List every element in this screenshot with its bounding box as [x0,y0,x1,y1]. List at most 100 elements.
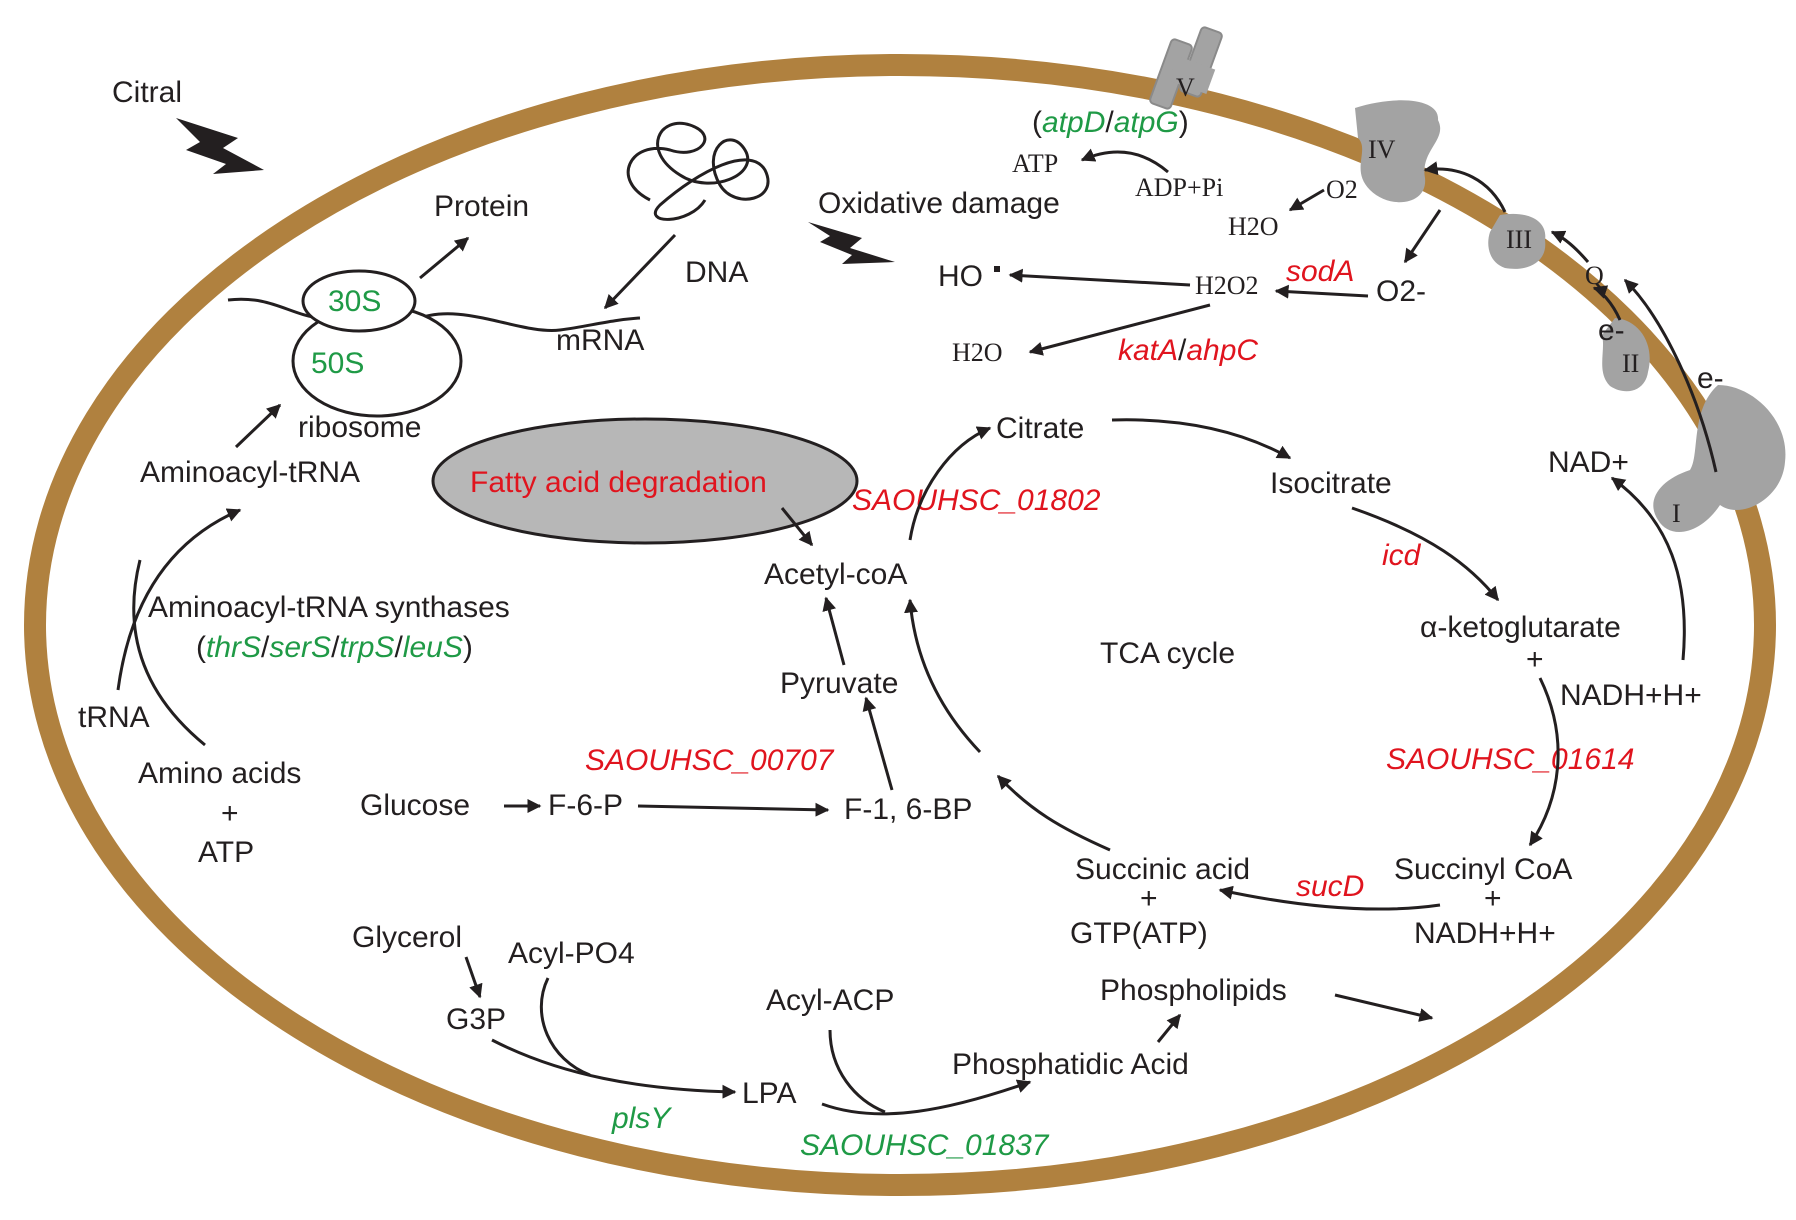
gene-ahpc: ahpC [1186,334,1258,367]
complex-iii [1488,213,1546,269]
h2o-label-1: H2O [952,338,1003,367]
arrow-phospholipids-membrane [1334,993,1434,1022]
citrate-gene: SAOUHSC_01802 [852,484,1101,517]
sucd-gene: sucD [1296,870,1364,903]
atp-aa-label: ATP [198,836,254,869]
ribosome-30s [301,269,417,333]
arrow-nadh-nad [1610,476,1686,661]
arrow-aminoacids-join [132,559,206,747]
fatty-acid-ellipse [431,417,859,545]
acyl-po4-label: Acyl-PO4 [508,937,635,970]
plus-succinyl: + [1484,882,1502,915]
complex-v-label: V [1176,73,1195,102]
synthases-label: Aminoacyl-tRNA synthases [148,591,510,624]
arrow-ribosome-protein [419,236,470,280]
arrow-acylacp-join [828,1029,886,1114]
o2-label: O2 [1326,175,1358,204]
arrow-f6p-f16bp [637,802,830,817]
nad-label: NAD+ [1548,446,1629,479]
arrow-akg-succinylcoa [1528,677,1560,847]
kata-ahpc-genes: katA/ahpC [1118,334,1258,367]
plsy-gene: plsY [611,1102,672,1135]
dna-icon [626,121,770,221]
plus-aa: + [221,797,239,830]
phospholipids-label: Phospholipids [1100,974,1287,1007]
oxidative-bolt-icon [808,222,895,264]
fatty-acid-label: Fatty acid degradation [470,466,767,499]
arrow-h2o2-ho [1008,268,1191,287]
arrow-g3p-lpa [491,1038,737,1099]
f6p-label: F-6-P [548,789,623,822]
glycolysis-gene: SAOUHSC_00707 [585,744,835,777]
complex-iii-label: III [1506,225,1532,254]
arrow-complexiii-iv [1423,161,1507,213]
citrate-label: Citrate [996,412,1084,445]
arrow-citrate-isocitrate [1111,418,1292,460]
synthase-genes: (thrS/serS/trpS/leuS) [196,631,473,664]
arrow-succinic-tca [996,774,1111,852]
acetyl-coa-label: Acetyl-coA [764,558,907,591]
gene-thrs: thrS [206,631,261,664]
arrow-adp-atp [1080,148,1169,174]
h2o-label-2: H2O [1228,212,1279,241]
acyl-acp-label: Acyl-ACP [766,984,894,1017]
50s-label: 50S [311,347,364,380]
electron-label-1: e- [1598,314,1625,347]
plus-succinic: + [1140,882,1158,915]
glucose-label: Glucose [360,789,470,822]
protein-label: Protein [434,190,529,223]
citral-label: Citral [112,76,182,109]
cell-membrane [24,54,1776,1196]
gene-sers: serS [269,631,331,664]
complex-ii-label: II [1622,349,1639,378]
arrow-complexii-q [1592,285,1622,321]
arrow-complexi-q [1623,278,1718,473]
arrow-isocitrate-akg [1351,506,1500,602]
atp-resp-label: ATP [1012,149,1058,178]
gene-leus: leuS [403,631,463,664]
arrow-h2o2-h2o [1028,303,1211,356]
arrow-pyruvate-acetylcoa [822,596,846,666]
arrow-complex-superoxide [1403,209,1442,264]
arrow-o2-h2o [1288,188,1325,212]
amino-acids-label: Amino acids [138,757,301,790]
gene-kata: katA [1118,334,1178,367]
pyruvate-label: Pyruvate [780,667,898,700]
complex-ii [1602,318,1650,392]
complex-v: V [1149,26,1223,110]
soda-gene: sodA [1286,255,1354,288]
electron-label-2: e- [1697,362,1724,395]
hydroxyl-radical-dot [994,266,1000,272]
tca-label: TCA cycle [1100,637,1235,670]
complex-i [1653,385,1786,532]
nadh-label-1: NADH+H+ [1560,679,1702,712]
complex-iv-label: IV [1368,135,1396,164]
gene-atpd: atpD [1042,106,1105,139]
arrow-fa-acetylcoa [780,507,814,547]
pa-gene: SAOUHSC_01837 [800,1129,1050,1162]
adp-pi-label: ADP+Pi [1135,173,1223,202]
succinic-acid-label: Succinic acid [1075,853,1250,886]
hydroxyl-label: HO [938,260,983,293]
arrow-glycerol-g3p [464,956,483,999]
gene-atpg: atpG [1114,106,1179,139]
gtp-label: GTP(ATP) [1070,917,1208,950]
arrow-acetylcoa-citrate [908,426,992,541]
arrow-f16bp-pyruvate [862,696,894,791]
arrow-pa-phospholipids [1156,1013,1182,1043]
icd-gene: icd [1382,539,1422,572]
superoxide-label: O2- [1376,275,1426,308]
plus-akg: + [1526,643,1544,676]
q-label: Q [1585,261,1604,290]
h2o2-label: H2O2 [1195,271,1259,300]
complex-i-label: I [1672,499,1681,528]
ribosome-label: ribosome [298,411,421,444]
arrow-aatrna-ribosome [234,403,282,449]
phosphatidic-acid-label: Phosphatidic Acid [952,1048,1189,1081]
succinyl-coa-label: Succinyl CoA [1394,853,1572,886]
glycerol-label: Glycerol [352,921,462,954]
f16bp-label: F-1, 6-BP [844,793,972,826]
citral-bolt-icon [176,118,264,174]
arrow-tca-acetylcoa [904,598,982,754]
